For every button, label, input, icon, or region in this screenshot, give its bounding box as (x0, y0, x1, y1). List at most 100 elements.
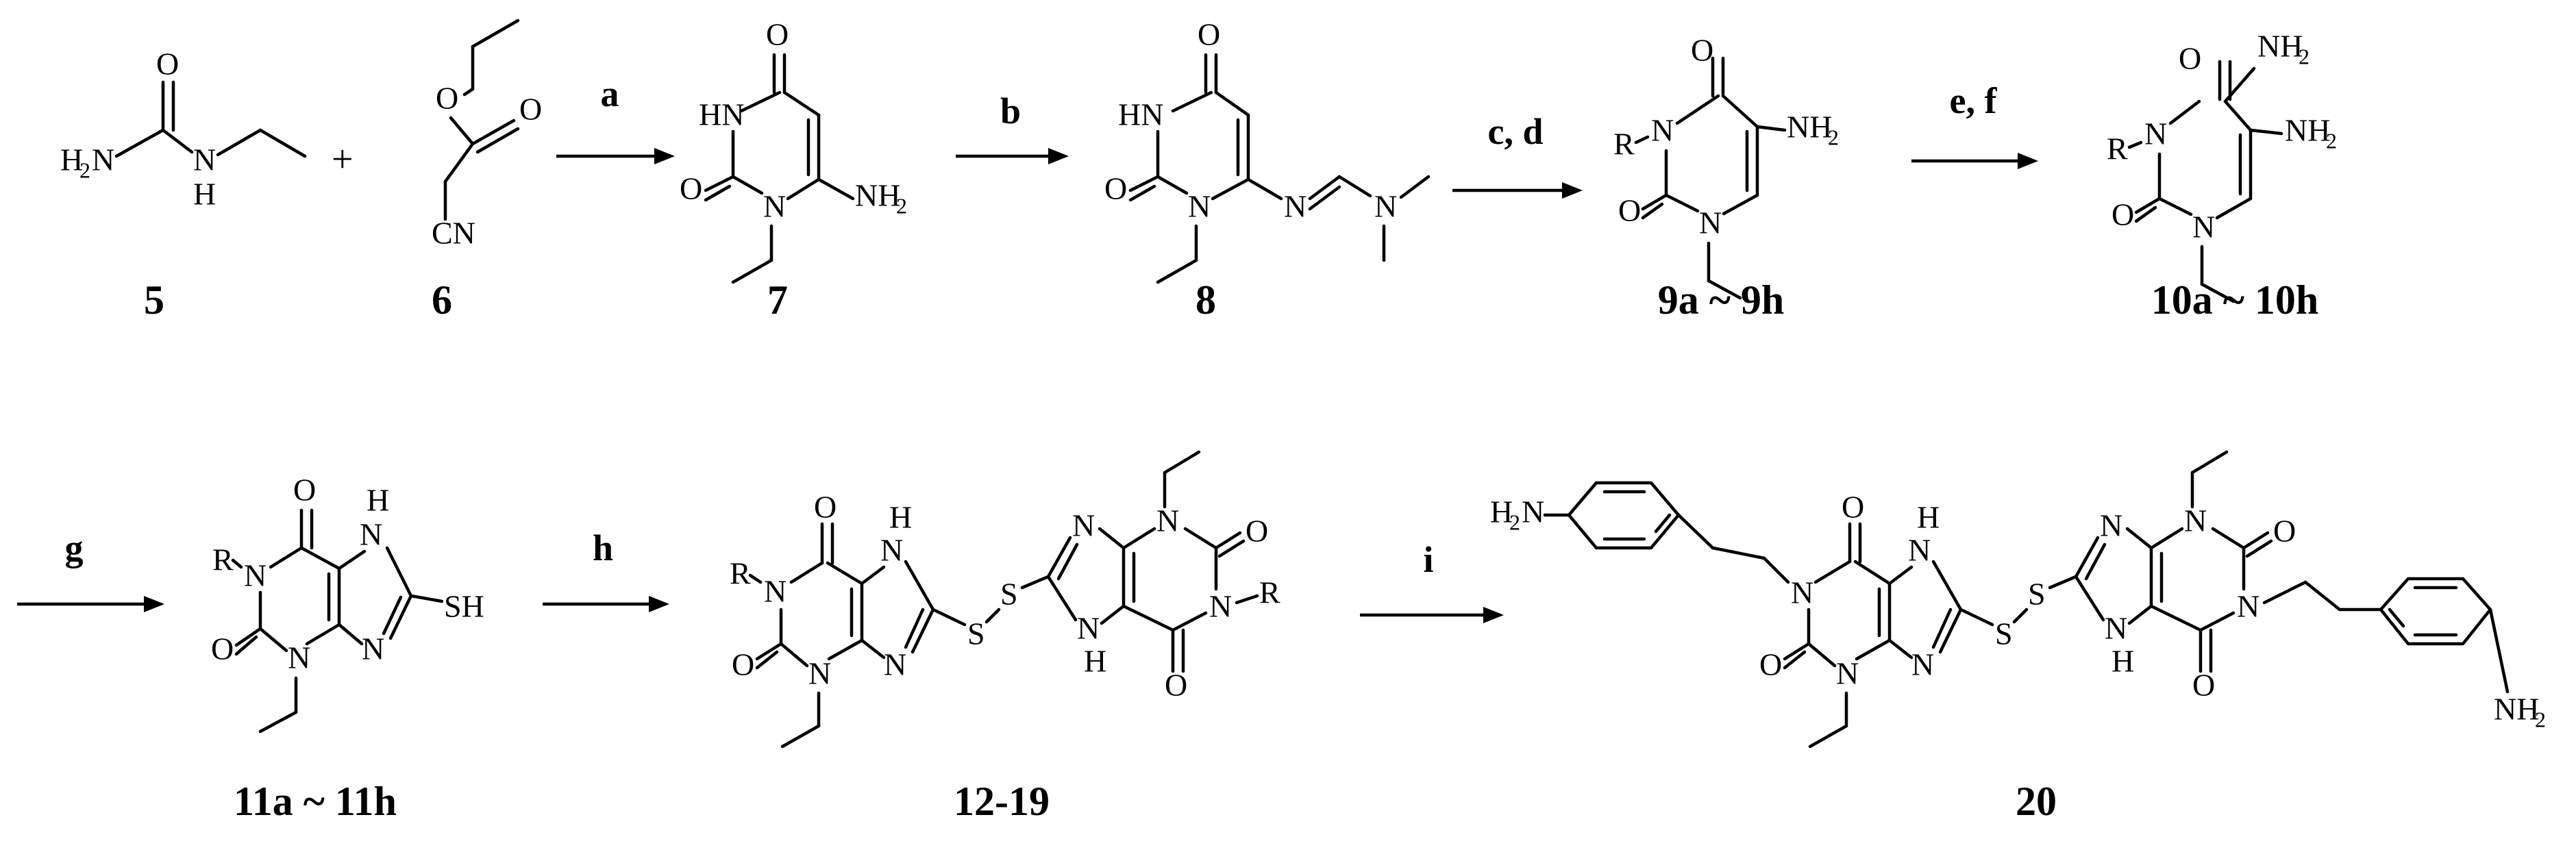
compound-5-label: 5 (144, 277, 164, 323)
compound-8-label: 8 (1196, 277, 1216, 323)
atom-label: O (1842, 490, 1864, 525)
atom-label: H (60, 142, 83, 177)
reagent-g-label: g (65, 527, 84, 568)
atom-label: N (2105, 611, 2127, 646)
compound-7-label: 7 (767, 277, 788, 323)
atom-label: N (1284, 189, 1306, 224)
atom-label: N (193, 142, 216, 177)
atom-label: N (1156, 503, 1179, 538)
atom-label: S (967, 616, 985, 651)
atom-label: N (1374, 189, 1397, 224)
arrow-head (654, 148, 675, 164)
atom-label: O (1618, 193, 1641, 228)
atom-label: SH (444, 589, 484, 624)
arrow-head (649, 596, 669, 612)
atom-label: N (2100, 508, 2122, 543)
compound-12-19-label: 12-19 (954, 779, 1050, 824)
atom-label: 2 (1828, 125, 1839, 149)
atom-label: O (814, 490, 837, 525)
atom-label: O (519, 92, 542, 127)
compound-11-label: 11a ~ 11h (234, 779, 397, 824)
atom-label: O (293, 473, 316, 508)
atom-label: O (766, 17, 789, 52)
arrow-head (144, 596, 164, 612)
atom-label: R (1259, 575, 1280, 610)
atom-label: S (2028, 577, 2046, 612)
atom-label: N (808, 656, 831, 691)
structure-8: O HN O N N N (1104, 17, 1431, 284)
atom-label: O (1246, 514, 1268, 549)
atom-label: O (2111, 197, 2134, 232)
arrow-head (2018, 153, 2038, 169)
atom-label: N (360, 517, 382, 552)
atom-label: O (732, 647, 754, 682)
atom-label: NH (1787, 110, 1832, 145)
plus-sign: + (332, 138, 354, 181)
arrow-head (1562, 182, 1583, 199)
atom-label: S (1995, 616, 2013, 651)
atom-label: N (1209, 589, 1232, 624)
atom-label: N (1699, 205, 1722, 240)
atom-label: N (2184, 503, 2207, 538)
atom-label: O (1198, 17, 1220, 52)
reagent-b-label: b (1000, 90, 1021, 131)
atom-label: O (1104, 171, 1127, 206)
atom-label: NH (2494, 692, 2539, 727)
atom-label: H (1490, 494, 1513, 529)
atom-label: NH (2285, 113, 2330, 148)
atom-label: 2 (2299, 44, 2309, 68)
atom-label: N (1072, 508, 1095, 543)
atom-label: N (763, 189, 786, 224)
atom-label: R (2107, 131, 2128, 166)
atom-label: HN (699, 97, 744, 132)
atom-label: S (1000, 577, 1018, 612)
atom-label: 2 (2535, 707, 2546, 731)
atom-label: 2 (2326, 128, 2337, 153)
atom-label: O (1165, 668, 1187, 703)
compound-6-label: 6 (432, 277, 452, 323)
compound-20-label: 20 (2016, 779, 2057, 824)
atom-label: N (1908, 533, 1931, 568)
structure-11: R N O N H SH N N O (211, 473, 484, 734)
atom-label: HN (1118, 97, 1163, 132)
atom-label: N (1651, 113, 1674, 148)
arrow-head (1483, 607, 1504, 623)
atom-label: N (92, 142, 114, 177)
structure-7: O HN O N NH 2 (680, 17, 907, 284)
structure-6: O O CN (432, 18, 542, 251)
atom-label: 2 (896, 193, 907, 218)
atom-label: H (889, 500, 912, 535)
structure-12-19: R N O N H N N O S S N (730, 450, 1280, 749)
atom-label: O (211, 631, 234, 666)
structure-9: O R N O N NH 2 (1613, 33, 1839, 300)
compound-10-label: 10a ~ 10h (2151, 277, 2319, 323)
structure-5: H 2 N O N H (60, 47, 307, 212)
arrow-head (1048, 148, 1069, 164)
compound-9-label: 9a ~ 9h (1658, 277, 1785, 323)
atom-label: N (244, 558, 267, 593)
atom-label: N (2192, 210, 2215, 245)
atom-label: NH (2257, 29, 2303, 64)
reagent-a-label: a (601, 73, 619, 114)
atom-label: N (764, 574, 787, 609)
atom-label: N (1791, 575, 1813, 610)
atom-label: N (2237, 589, 2259, 624)
reagent-ef-label: e, f (1950, 80, 1998, 121)
atom-label: O (436, 81, 458, 116)
atom-label: N (1077, 611, 1100, 646)
atom-label: H (367, 483, 389, 518)
structure-10: O R N O N NH 2 NH 2 (2107, 29, 2337, 303)
atom-label: N (362, 631, 384, 666)
reagent-h-label: h (593, 527, 613, 568)
atom-label: R (1613, 127, 1635, 162)
reagent-i-label: i (1423, 539, 1433, 580)
atom-label: H (193, 177, 216, 212)
atom-label: O (2192, 668, 2215, 703)
atom-label: NH (855, 178, 900, 213)
atom-label: R (212, 542, 234, 577)
atom-label: O (2179, 41, 2201, 76)
atom-label: N (1836, 656, 1859, 691)
atom-label: CN (432, 216, 475, 251)
structure-20: H 2 N N O N H N N O (1490, 450, 2546, 749)
